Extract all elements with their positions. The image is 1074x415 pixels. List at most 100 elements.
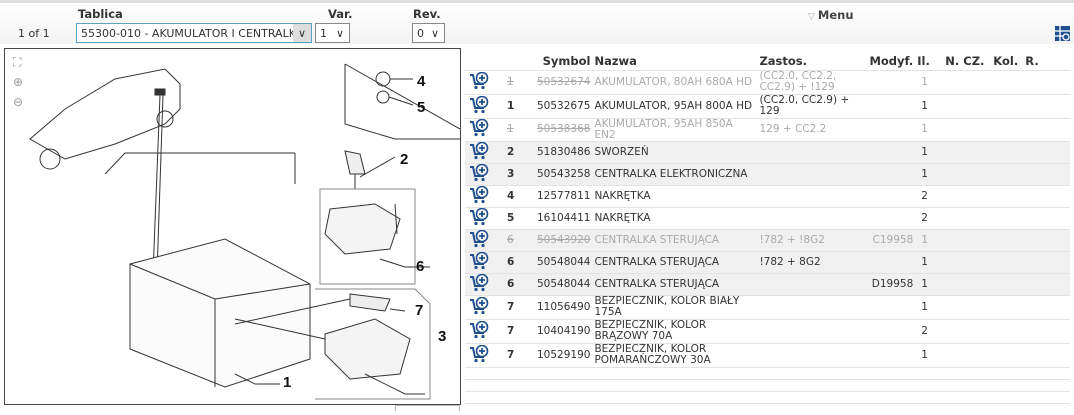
- car-outline: [29, 68, 181, 160]
- modyf: [867, 184, 916, 207]
- modyf: [867, 206, 916, 229]
- symbol[interactable]: 12577811: [535, 184, 593, 207]
- add-to-cart-icon[interactable]: [465, 69, 505, 94]
- position: 6: [505, 228, 535, 251]
- symbol[interactable]: 16104411: [535, 206, 593, 229]
- add-to-cart-icon[interactable]: [465, 294, 505, 319]
- position: 6: [505, 250, 535, 273]
- zastos: [757, 294, 868, 319]
- col-cz[interactable]: CZ.: [963, 53, 985, 68]
- col-il[interactable]: Il.: [917, 53, 930, 68]
- rev-label: Rev.: [413, 7, 441, 21]
- position: 7: [505, 342, 535, 367]
- table-row[interactable]: 7 10404190 BEZPIECZNIK, KOLOR BRĄZOWY 70…: [465, 318, 1070, 343]
- symbol[interactable]: 11056490: [535, 294, 593, 319]
- symbol[interactable]: 50543920: [535, 228, 593, 251]
- add-to-cart-icon[interactable]: [465, 342, 505, 367]
- col-modyf[interactable]: Modyf.: [869, 53, 914, 68]
- col-r[interactable]: R.: [1025, 53, 1039, 68]
- col-n[interactable]: N.: [945, 53, 960, 68]
- name: AKUMULATOR, 95AH 850A EN2: [592, 117, 758, 141]
- add-to-cart-icon[interactable]: [465, 272, 505, 295]
- tablica-value: 55300-010 - AKUMULATOR I CENTRALKI: [81, 26, 300, 40]
- add-to-cart-icon[interactable]: [465, 206, 505, 229]
- callout-2: 2: [400, 151, 408, 168]
- chevron-down-icon: ∨: [335, 26, 345, 40]
- modyf: [867, 342, 916, 367]
- symbol[interactable]: 50548044: [535, 272, 593, 295]
- symbol[interactable]: 10529190: [535, 342, 593, 367]
- callout-4: 4: [417, 73, 426, 90]
- add-to-cart-icon[interactable]: [465, 93, 505, 118]
- table-row[interactable]: 1 50532674 AKUMULATOR, 80AH 680A HD (CC2…: [465, 69, 1070, 94]
- table-row[interactable]: 1 50538368 AKUMULATOR, 95AH 850A EN2 129…: [465, 117, 1070, 141]
- table-row[interactable]: 2 51830486 SWORZEŃ 1: [465, 140, 1070, 163]
- fit-to-screen-icon[interactable]: ⛶: [13, 55, 22, 69]
- table-row[interactable]: 6 50548044 CENTRALKA STERUJĄCA D19958 1: [465, 272, 1070, 295]
- add-to-cart-icon[interactable]: [465, 250, 505, 273]
- table-row[interactable]: 1 50532675 AKUMULATOR, 95AH 800A HD (CC2…: [465, 93, 1070, 118]
- quantity: 1: [915, 250, 944, 273]
- table-row[interactable]: 6 50548044 CENTRALKA STERUJĄCA !782 + 8G…: [465, 250, 1070, 273]
- add-to-cart-icon[interactable]: [465, 117, 505, 141]
- quantity: 2: [915, 184, 944, 207]
- bottom-button[interactable]: [395, 405, 460, 411]
- parts-diagram[interactable]: ⛶ ⊕ ⊖ 1 2: [4, 48, 461, 405]
- position: 5: [505, 206, 535, 229]
- zastos: (CC2.0, CC2.2, CC2.9) + !129: [757, 69, 868, 94]
- table-row[interactable]: 6 50543920 CENTRALKA STERUJĄCA !782 + !8…: [465, 228, 1070, 251]
- quantity: 1: [915, 294, 944, 319]
- name: BEZPIECZNIK, KOLOR POMARAŃCZOWY 30A: [592, 342, 758, 367]
- modyf: [867, 117, 916, 141]
- col-nazwa[interactable]: Nazwa: [594, 53, 637, 68]
- zoom-in-icon[interactable]: ⊕: [13, 75, 24, 89]
- symbol[interactable]: 10404190: [535, 318, 593, 343]
- toolbar: Tablica Var. Rev. 1 of 1 55300-010 - AKU…: [0, 0, 1074, 44]
- table-row[interactable]: 4 12577811 NAKRĘTKA 2: [465, 184, 1070, 207]
- zastos: (CC2.0, CC2.9) + 129: [757, 93, 868, 118]
- table-row[interactable]: 5 16104411 NAKRĘTKA 2: [465, 206, 1070, 229]
- col-zastos[interactable]: Zastos.: [759, 53, 808, 68]
- zoom-out-icon[interactable]: ⊖: [13, 95, 24, 109]
- quantity: 1: [915, 228, 944, 251]
- add-to-cart-icon[interactable]: [465, 228, 505, 251]
- col-symbol[interactable]: Symbol: [542, 53, 591, 68]
- quantity: 1: [915, 69, 944, 94]
- quantity: 1: [915, 117, 944, 141]
- col-kol[interactable]: Kol.: [993, 53, 1019, 68]
- quantity: 2: [915, 206, 944, 229]
- tablica-select[interactable]: 55300-010 - AKUMULATOR I CENTRALKI ∨: [76, 23, 312, 43]
- name: AKUMULATOR, 80AH 680A HD: [592, 69, 758, 94]
- modyf: [867, 93, 916, 118]
- table-settings-icon[interactable]: [1055, 26, 1070, 41]
- symbol[interactable]: 50532674: [535, 69, 593, 94]
- zastos: [757, 342, 868, 367]
- quantity: 1: [915, 342, 944, 367]
- symbol[interactable]: 50532675: [535, 93, 593, 118]
- table-row[interactable]: 3 50543258 CENTRALKA ELEKTRONICZNA 1: [465, 162, 1070, 185]
- menu-label: Menu: [817, 8, 854, 22]
- position: 3: [505, 162, 535, 185]
- table-row[interactable]: 7 11056490 BEZPIECZNIK, KOLOR BIAŁY 175A…: [465, 294, 1070, 319]
- add-to-cart-icon[interactable]: [465, 140, 505, 163]
- quantity: 1: [915, 162, 944, 185]
- modyf: [867, 162, 916, 185]
- symbol[interactable]: 51830486: [535, 140, 593, 163]
- menu-toggle[interactable]: ▽Menu: [808, 8, 854, 22]
- add-to-cart-icon[interactable]: [465, 162, 505, 185]
- zastos: [757, 206, 868, 229]
- symbol[interactable]: 50543258: [535, 162, 593, 185]
- name: SWORZEŃ: [592, 140, 758, 163]
- add-to-cart-icon[interactable]: [465, 184, 505, 207]
- position: 1: [505, 69, 535, 94]
- empty-row: [465, 402, 1070, 415]
- name: CENTRALKA STERUJĄCA: [592, 228, 758, 251]
- add-to-cart-icon[interactable]: [465, 318, 505, 343]
- quantity: 2: [915, 318, 944, 343]
- rev-select[interactable]: 0 ∨: [412, 23, 445, 43]
- zastos: [757, 162, 868, 185]
- symbol[interactable]: 50538368: [535, 117, 593, 141]
- var-select[interactable]: 1 ∨: [315, 23, 350, 43]
- table-row[interactable]: 7 10529190 BEZPIECZNIK, KOLOR POMARAŃCZO…: [465, 342, 1070, 367]
- symbol[interactable]: 50548044: [535, 250, 593, 273]
